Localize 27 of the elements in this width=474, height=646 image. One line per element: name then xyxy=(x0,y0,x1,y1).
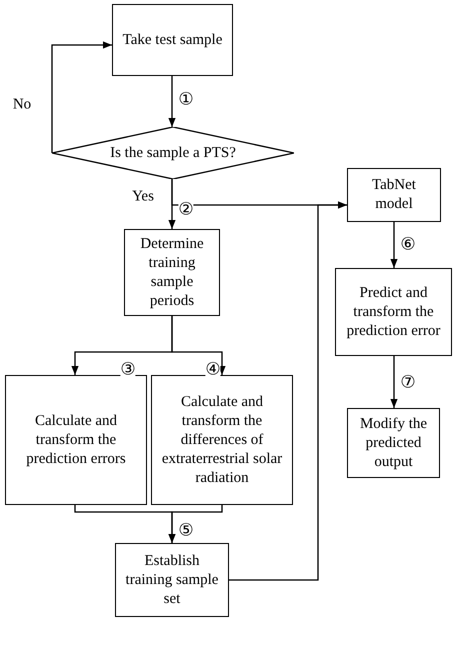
node-text: Establish training sample set xyxy=(124,552,220,608)
step-number: ③ xyxy=(120,362,136,378)
node-text: Is the sample a PTS? xyxy=(110,144,236,162)
arrow xyxy=(390,222,398,268)
process-box xyxy=(335,268,452,356)
node-text: Calculate and transform the prediction errors xyxy=(25,412,127,468)
node-text: Determine training sample periods xyxy=(139,234,205,310)
node-text: Modify the predicted output xyxy=(358,414,428,472)
arrow xyxy=(168,505,223,543)
arrow xyxy=(390,356,398,408)
node-text: TabNet model xyxy=(371,176,417,214)
process-box xyxy=(112,4,233,76)
arrow xyxy=(168,76,176,127)
process-box xyxy=(115,543,229,617)
decision-diamond xyxy=(52,127,294,179)
process-box xyxy=(347,408,440,478)
node-text: Calculate and transform the differences of extraterrestrial solar radiation xyxy=(160,392,284,488)
process-box xyxy=(151,375,293,505)
process-box xyxy=(124,229,220,316)
arrow xyxy=(51,41,112,153)
process-box xyxy=(347,168,441,222)
process-box xyxy=(5,375,147,505)
arrow xyxy=(229,201,347,581)
node-text: Predict and transform the prediction error xyxy=(346,284,442,340)
node-text: Take test sample xyxy=(122,30,222,50)
arrow xyxy=(171,316,226,375)
step-number: ④ xyxy=(205,362,221,378)
